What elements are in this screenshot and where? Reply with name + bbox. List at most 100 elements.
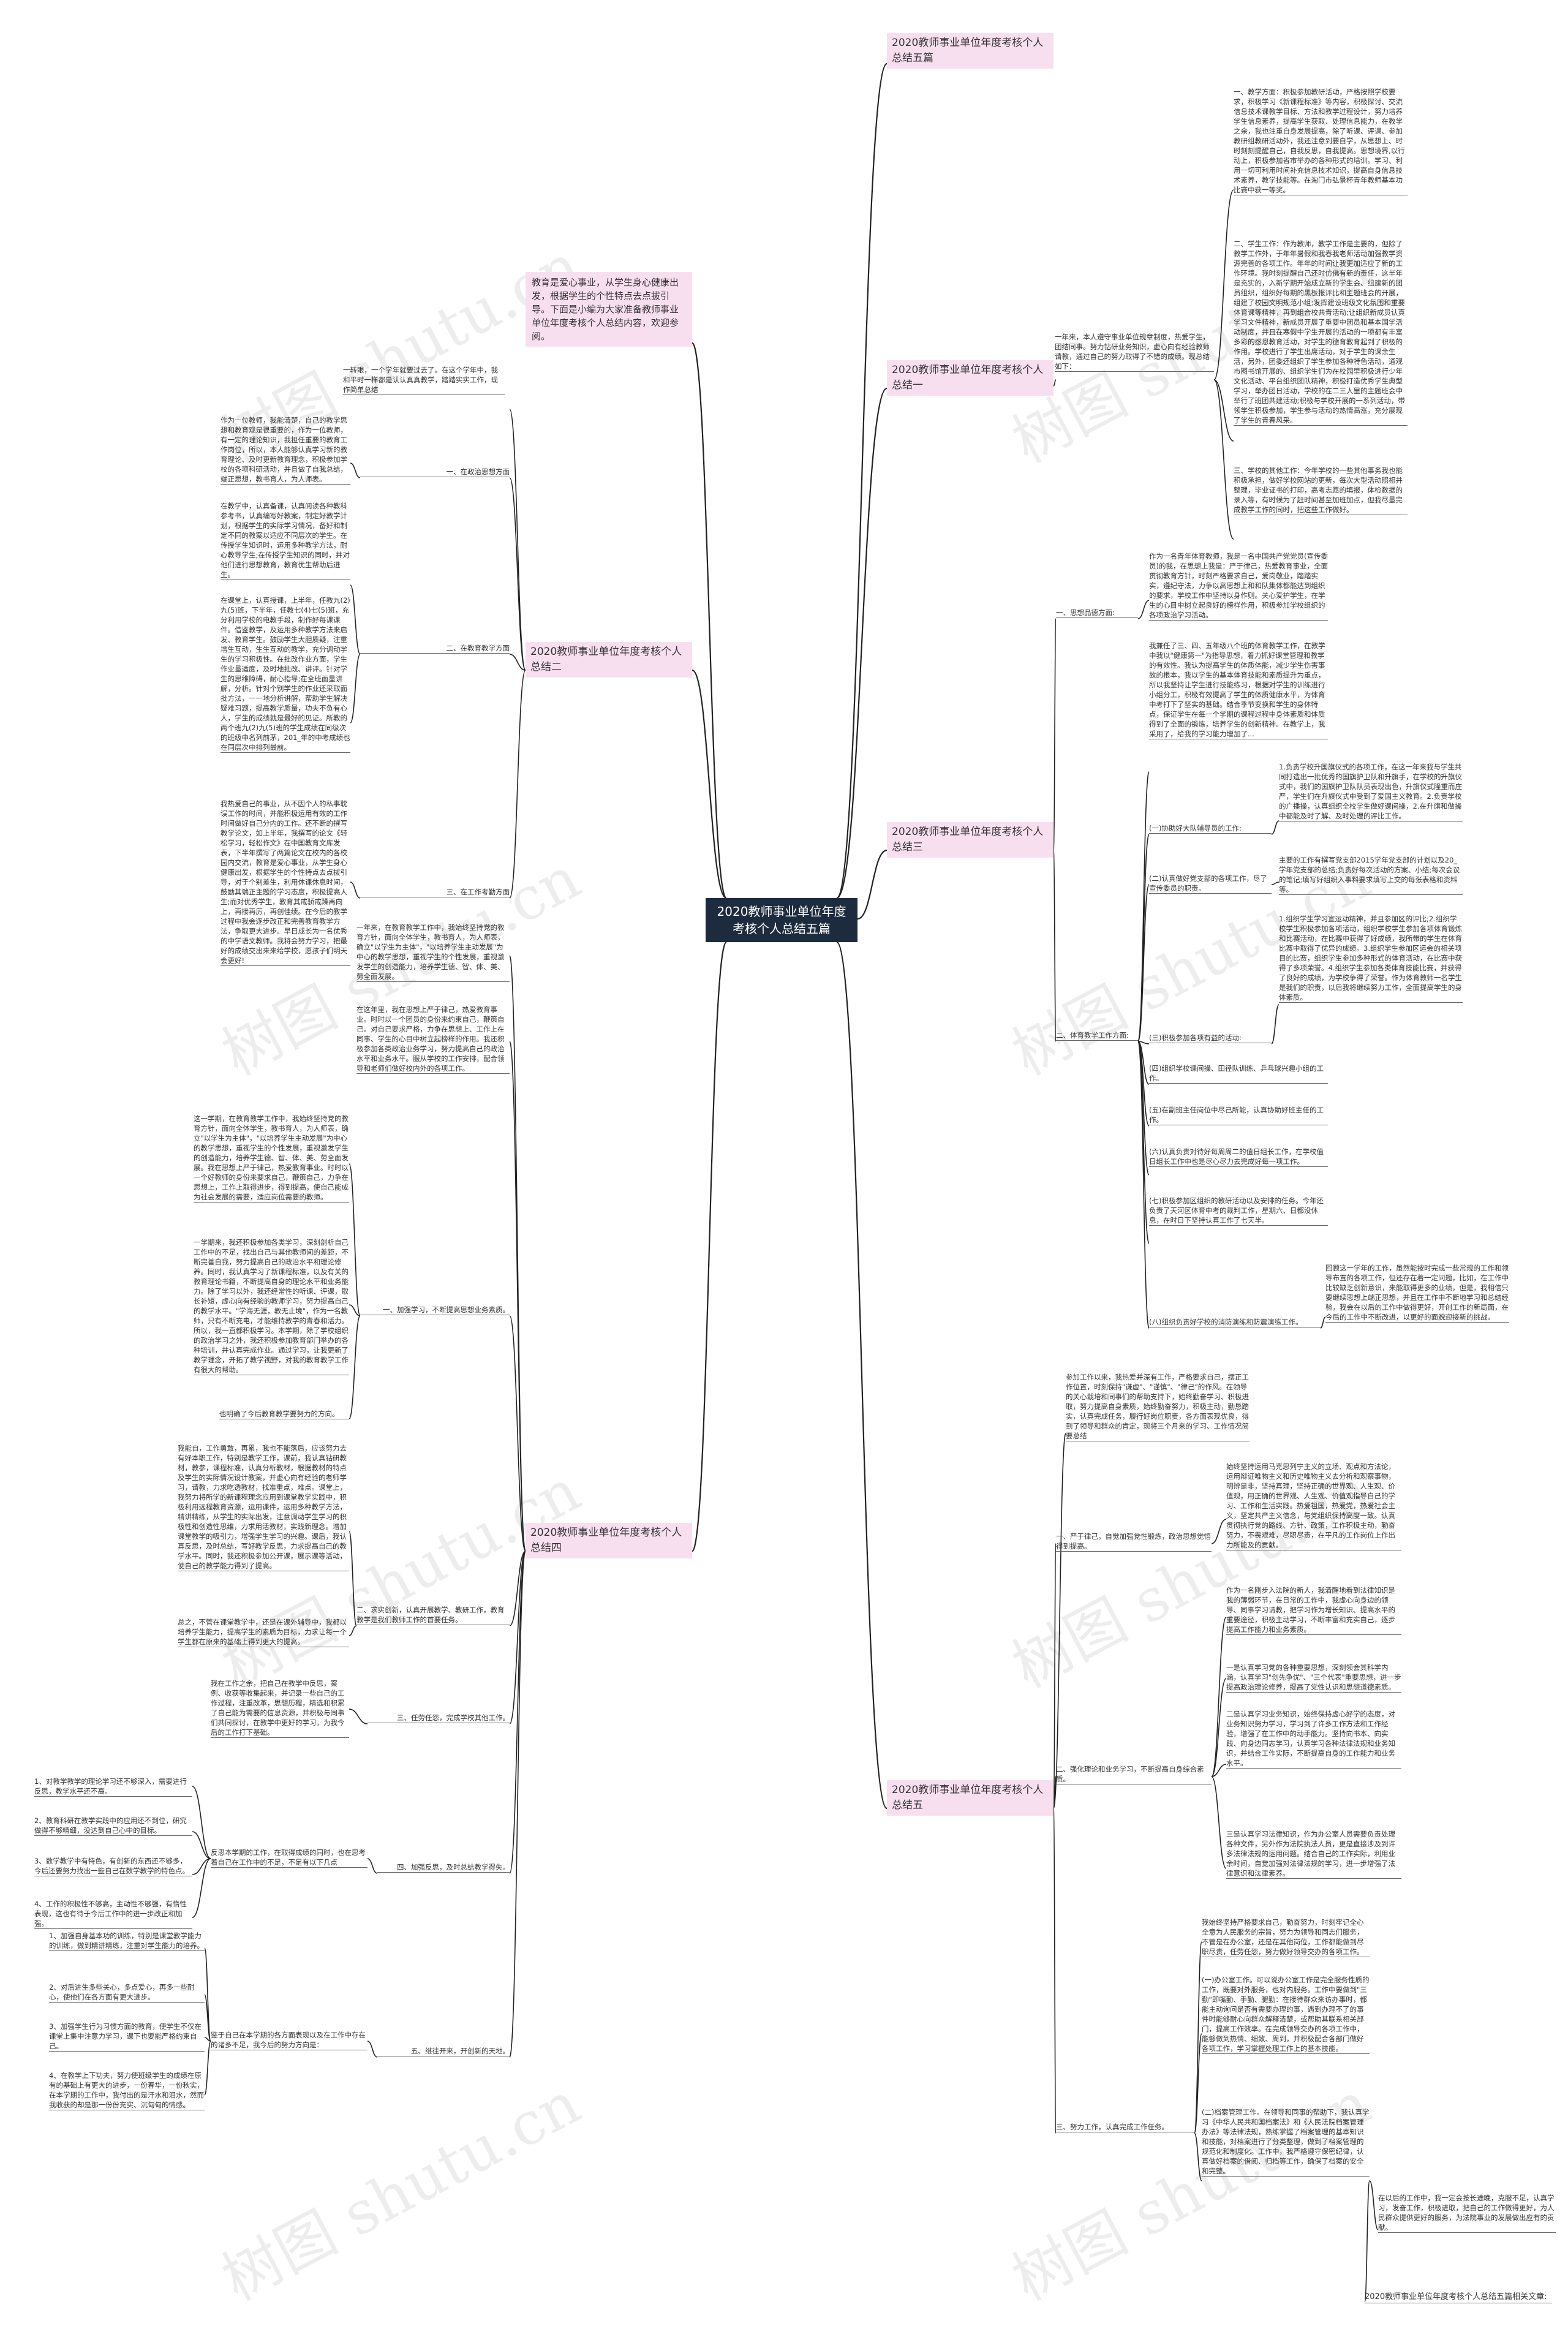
s4-a-label: 一、加强学习，不断提高思想业务素质。 xyxy=(360,1305,510,1315)
s4-e-item-3: 3、加强学生行为习惯方面的教育，使学生不仅在课堂上集中注意力学习，课下也要能严格… xyxy=(49,2022,205,2052)
connector xyxy=(204,1994,211,2042)
connector xyxy=(204,2041,211,2096)
related-articles[interactable]: 2020教师事业单位年度考核个人总结五篇相关文章: xyxy=(1365,2291,1552,2303)
connector xyxy=(1211,1764,1227,1777)
connector-section xyxy=(857,849,888,920)
section-s3-title[interactable]: 2020教师事业单位年度考核个人总结三 xyxy=(887,822,1054,858)
s4-c-text: 我在工作之余，把自己在教学中反思，案例、收获等收集起来，并记录一些自己的工作过程… xyxy=(211,1678,349,1738)
s5-b-item-3: 二是认真学习业务知识，始终保持虚心好学的态度，对业务知识努力学习，学习到了许多工… xyxy=(1226,1709,1401,1769)
connector xyxy=(1053,618,1057,851)
connector xyxy=(509,654,526,671)
connector xyxy=(1137,1041,1150,1244)
s4-e-item-2: 2、对后进生多些关心，多点爱心，再多一些耐心，使他们在各方面有更大进步。 xyxy=(49,1982,205,2003)
s3-b-item-6: (六)认真负责对待好每周周二的值日组长工作，在学校值日组长工作中也是尽心尽力去完… xyxy=(1149,1147,1328,1167)
connector xyxy=(349,1304,361,1316)
s4-c-label: 三、任劳任怨，完成学校其他工作。 xyxy=(368,1713,510,1723)
connector xyxy=(1137,1041,1150,1329)
s4-d-item-4: 4、工作的积极性不够高，主动性不够强，有惰性表现，这也有待于今后工作中的进一步改… xyxy=(34,1899,192,1929)
connector xyxy=(349,1163,361,1316)
s3-b-item-2-label: (二)认真做好党支部的各项工作，尽了宣传委员的职责。 xyxy=(1149,874,1272,894)
s5-b-label: 二、强化理论和业务学习，不断提高自身综合素质。 xyxy=(1056,1764,1212,1784)
s4-d-item-2: 2、教育科研在教学实践中的应用还不到位，研究做得不够精细，没达到自己心中的目标。 xyxy=(34,1816,192,1836)
section-s4-title[interactable]: 2020教师事业单位年度考核个人总结四 xyxy=(526,1523,692,1558)
s2-lead: 一转眼，一个学年就要过去了。在这个学年中，我和平时一样都是认认真真教学，踏踏实实… xyxy=(343,365,505,395)
connector xyxy=(1194,1941,1202,2134)
s3-b-item-4: (四)组织学校课间操、田径队训练、乒乓球兴趣小组的工作。 xyxy=(1149,1063,1328,1084)
connector xyxy=(1194,2033,1202,2134)
s5-a-label: 一、严于律己，自觉加强党性锻炼，政治思想觉悟得到提高。 xyxy=(1056,1532,1212,1552)
s1-lead: 一年来，本人遵守事业单位规章制度，热爱学生，团结同事。努力钻研业务知识，虚心向有… xyxy=(1055,332,1214,372)
s3-b-item-1-text: 1.负责学校升国旗仪式的各项工作，在这一年来我与学生共同打造出一批优秀的国旗护卫… xyxy=(1279,763,1463,821)
s3-b-item-5: (五)在副班主任岗位中尽己所能，认真协助好班主任的工作。 xyxy=(1149,1105,1328,1125)
connector xyxy=(350,654,361,723)
s4-d-intro: 反思本学期的工作，在取得成绩的同时，也在思考着自己在工作中的不足，不足有以下几点 xyxy=(211,1848,368,1868)
s4-d-item-3: 3、数学教学中有特色，有创新的东西还不够多，今后还要努力找出一些自己在数学教学的… xyxy=(34,1856,192,1876)
connector xyxy=(1137,600,1150,619)
s2-b1-text: 作为一位教师，我能清楚，自己的教学思想和教育观是很重要的，作为一位教师，有一定的… xyxy=(221,415,350,485)
connector-section xyxy=(836,941,888,1810)
connector xyxy=(349,1315,361,1419)
connector xyxy=(1213,379,1234,540)
s5-c-item-1: (一)办公室工作。可以说办公室工作是完全服务性质的工作，既要对外服务，也对内服务… xyxy=(1202,1976,1370,2054)
s4-e-label: 五、继往开来，开创新的天地。 xyxy=(377,2046,510,2056)
connector xyxy=(1213,379,1234,442)
s3-b-intro: 我兼任了三、四、五年级八个班的体育教学工作，在教学中我以"健康第一"为指导思想，… xyxy=(1149,641,1328,739)
s2-b1-label: 一、在政治思想方面 xyxy=(360,467,510,477)
s4-a-text2: 一学期来，我还积极参加各类学习，深刻剖析自己工作中的不足，找出自己与其他教师间的… xyxy=(194,1238,349,1375)
s3-b-label: 二、体育教学工作方面: xyxy=(1056,1030,1138,1041)
root-topic[interactable]: 2020教师事业单位年度考核个人总结五篇 xyxy=(706,898,858,942)
s2-b2-text1: 在教学中，认真备课，认真阅读各种教科参考书，认真编写好教案，制定好教学计划，根据… xyxy=(221,502,350,580)
s5-c-item-2: (二)档案管理工作。在领导和同事的帮助下，我认真学习《中华人民共和国档案法》和《… xyxy=(1202,2108,1370,2177)
connector-section xyxy=(836,62,888,899)
s5-b-item-4: 三是认真学习法律知识，作为办公室人员需要负责处理各种文件，另外作为法院执法人员，… xyxy=(1226,1829,1401,1879)
s4-lead: 一年来，在教育教学工作中，我始终坚持党的教育方针，面向全体学生，教书育人，为人师… xyxy=(356,923,510,982)
connector xyxy=(1211,1617,1227,1777)
watermark: 树图 shutu.cn xyxy=(1001,2068,1381,2314)
connector-section xyxy=(692,669,727,899)
connector xyxy=(192,1858,211,1918)
connector xyxy=(349,1709,368,1724)
section-s5-title[interactable]: 2020教师事业单位年度考核个人总结五 xyxy=(887,1780,1054,1816)
s2-b3-label: 三、在工作考勤方面 xyxy=(360,887,510,897)
connector xyxy=(204,1947,211,2042)
section-s2-title[interactable]: 2020教师事业单位年度考核个人总结二 xyxy=(526,642,692,678)
connector xyxy=(1053,1808,1057,2134)
section-s1-title[interactable]: 2020教师事业单位年度考核个人总结一 xyxy=(887,360,1054,396)
s4-a-note: 也明确了今后教育教学要努力的方向。 xyxy=(219,1409,349,1419)
connector xyxy=(192,1786,211,1859)
s2-b2-label: 二、在教育教学方面 xyxy=(360,643,510,654)
s5-c-intro: 我始终坚持严格要求自己，勤奋努力，时刻牢记全心全意为人民服务的宗旨，努力为领导和… xyxy=(1202,1917,1370,1957)
connector xyxy=(1137,1041,1150,1176)
s4-e-item-4: 4、在教学上下功夫，努力使班级学生的成绩在原有的基础上有更大的进步，一份春华，一… xyxy=(49,2071,205,2110)
s1-item-teaching: 一、教学方面：积极参加教研活动，严格按照学校要求，积极学习《新课程标准》等内容，… xyxy=(1234,87,1408,195)
connector xyxy=(509,409,526,671)
connector-section xyxy=(836,387,888,899)
connector xyxy=(1364,2180,1370,2303)
s3-b-item-3-text: 1.组织学生学习宣运动精神，并且参加区的评比;2.组织学校学生积极参加各项活动，… xyxy=(1279,915,1463,1003)
section-title[interactable]: 2020教师事业单位年度考核个人总结五篇 xyxy=(887,33,1054,69)
s4-p1: 在这年里，我在思想上严于律己，热爱教育事业。时时以一个团员的身份来约束自己，鞭策… xyxy=(356,1005,510,1074)
s5-c-label: 三、努力工作，认真完成工作任务。 xyxy=(1056,2122,1194,2132)
connector xyxy=(204,2037,211,2042)
s4-e-intro: 鉴于自己在本学期的各方面表现以及在工作中存在的诸多不足，我今后的努力方向是： xyxy=(211,2030,368,2050)
s1-item-other: 三、学校的其他工作：今年学校的一些其他事务我也能积极承担，做好学校网站的更新，每… xyxy=(1234,466,1408,515)
s3-b-item-1-label: (一)协助好大队辅导员的工作: xyxy=(1149,823,1272,834)
s5-c-tail: 在以后的工作中，我一定会按长途晚，克服不足，认真学习，发奋工作，积极进取，把自己… xyxy=(1378,2193,1556,2233)
s3-b-item-8-label: (八)组织负责好学校的消防演练和防震演练工作。 xyxy=(1149,1317,1321,1327)
connector xyxy=(509,1550,526,1874)
connector xyxy=(509,1550,526,1724)
s4-b-note: 总之，不管在课堂教学中，还是在课外辅导中，我都以培养学生能力，提高学生的素质为目… xyxy=(178,1617,349,1647)
s4-b-text: 我能自，工作勇敢，再累，我也不能落后，应该努力去有好本职工作，特别是教学工作，课… xyxy=(178,1443,349,1571)
s4-a-text1: 这一学期，在教育教学工作中，我始终坚持党的教育方针，面向全体学生，教书育人，为人… xyxy=(194,1114,349,1203)
connector xyxy=(1271,820,1280,835)
connector xyxy=(1211,1776,1227,1869)
s3-a-text: 作为一名青年体育教师，我是一名中国共产党党员(宣传委员)的我，在思想上我是：严于… xyxy=(1149,552,1328,621)
s5-b-item-1: 作为一名刚步入法院的新人，我清醒地看到法律知识是我的薄弱环节，在日常的工作中，我… xyxy=(1226,1585,1401,1635)
connector xyxy=(192,1858,211,1875)
connector xyxy=(350,882,361,899)
connector xyxy=(367,2041,378,2058)
connector-intro xyxy=(691,342,728,899)
s4-b-label: 二、求实创新，认真开展教学、教研工作，教育教学是我们教师工作的首要任务。 xyxy=(356,1605,510,1625)
s5-b-item-2: 一是认真学习党的各种重要思想，深刻领会其科学内涵，认真学习"创先争优"、"三个代… xyxy=(1226,1663,1401,1693)
connector xyxy=(350,463,361,478)
